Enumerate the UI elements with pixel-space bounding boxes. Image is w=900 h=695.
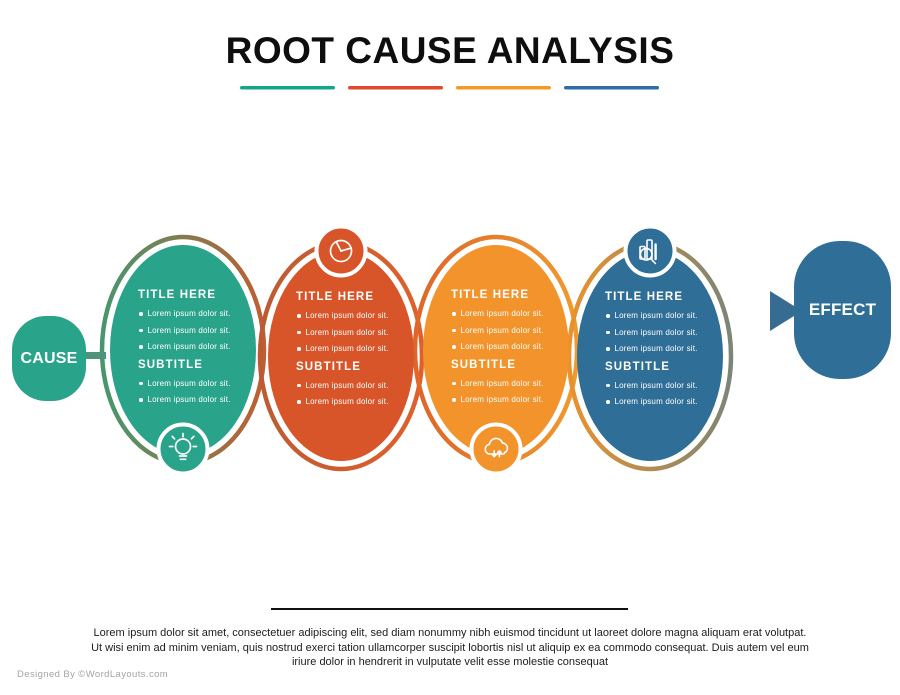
list-item: Lorem ipsum dolor sit. [605,381,731,390]
bullet-text: Lorem ipsum dolor sit. [305,344,389,353]
bubble-4-icon-badge [623,224,677,278]
list-item: Lorem ipsum dolor sit. [605,344,731,353]
cloud-sync-icon [484,437,509,458]
bullet-dot [606,400,610,404]
bullet-dot [139,345,143,349]
bubble-1-subtitle: SUBTITLE [138,358,204,371]
bullet-dot [606,383,610,387]
bullet-dot [139,381,143,385]
bullet-dot [606,314,610,318]
bullet-dot [139,312,143,316]
bullet-text: Lorem ipsum dolor sit. [147,395,231,404]
bullet-text: Lorem ipsum dolor sit. [305,311,389,320]
list-item: Lorem ipsum dolor sit. [138,326,264,335]
list-item: Lorem ipsum dolor sit. [605,397,731,406]
bubble-1-title: TITLE HERE [138,289,217,301]
list-item: Lorem ipsum dolor sit. [605,328,731,337]
bullet-dot [606,330,610,334]
bullet-text: Lorem ipsum dolor sit. [305,327,389,337]
underline-segment-teal [240,86,335,90]
list-item: Lorem ipsum dolor sit. [451,379,577,388]
title-underline [240,86,659,90]
bubble-3 [423,245,569,455]
bubble-4 [577,251,723,461]
page-title: ROOT CAUSE ANALYSIS [225,30,675,71]
bullet-text: Lorem ipsum dolor sit. [614,311,698,320]
bullet-dot [297,330,301,334]
list-item: Lorem ipsum dolor sit. [138,342,264,351]
list-item: Lorem ipsum dolor sit. [138,395,264,404]
lightbulb-icon [168,432,198,461]
bubble-1 [110,245,256,455]
list-item: Lorem ipsum dolor sit. [451,309,577,318]
bubble-3-icon-badge [469,422,523,476]
bullet-dot [139,328,143,332]
footer-divider [271,608,628,610]
underline-segment-red [348,86,443,90]
bubble-4-subtitle: SUBTITLE [605,360,671,373]
bubble-4-title: TITLE HERE [605,291,684,303]
list-item: Lorem ipsum dolor sit. [451,342,577,351]
bubble-4-content: TITLE HERE Lorem ipsum dolor sit. Lorem … [605,291,731,414]
bullet-dot [452,328,456,332]
pie-chart-icon [329,239,353,263]
bubble-1-icon-badge [156,422,210,476]
bullet-dot [452,345,456,349]
bullet-dot [452,398,456,402]
footer-paragraph: Lorem ipsum dolor sit amet, consectetuer… [91,627,809,669]
credit-text: Designed By ©WordLayouts.com [17,669,169,680]
effect-blob [794,241,891,379]
list-item: Lorem ipsum dolor sit. [296,344,422,353]
bullet-text: Lorem ipsum dolor sit. [147,342,231,351]
underline-segment-blue [564,86,659,90]
bullet-text: Lorem ipsum dolor sit. [460,325,544,335]
list-item: Lorem ipsum dolor sit. [451,326,577,335]
bullet-text: Lorem ipsum dolor sit. [614,327,698,337]
list-item: Lorem ipsum dolor sit. [451,395,577,404]
bullet-dot [297,347,301,351]
bullet-dot [297,383,301,387]
effect-label: EFFECT [808,300,877,319]
bullet-text: Lorem ipsum dolor sit. [460,309,544,318]
bullet-text: Lorem ipsum dolor sit. [614,397,698,406]
bullet-text: Lorem ipsum dolor sit. [305,380,389,390]
arrow-head-icon [770,291,802,331]
cause-label: CAUSE [20,349,78,367]
bullet-text: Lorem ipsum dolor sit. [147,325,231,335]
bullet-text: Lorem ipsum dolor sit. [460,342,544,351]
list-item: Lorem ipsum dolor sit. [138,379,264,388]
bullet-dot [297,400,301,404]
bullet-text: Lorem ipsum dolor sit. [147,309,231,318]
list-item: Lorem ipsum dolor sit. [296,381,422,390]
underline-segment-orange [456,86,551,90]
list-item: Lorem ipsum dolor sit. [296,311,422,320]
list-item: Lorem ipsum dolor sit. [138,309,264,318]
bubble-3-content: TITLE HERE Lorem ipsum dolor sit. Lorem … [451,289,577,412]
bullet-dot [606,347,610,351]
bullet-dot [297,314,301,318]
bar-chart-magnifier-icon [639,239,657,265]
bullet-text: Lorem ipsum dolor sit. [460,378,544,388]
bubble-2-content: TITLE HERE Lorem ipsum dolor sit. Lorem … [296,291,422,414]
bubble-2 [268,251,414,461]
bullet-text: Lorem ipsum dolor sit. [614,344,698,353]
bullet-text: Lorem ipsum dolor sit. [460,395,544,404]
bubble-1-content: TITLE HERE Lorem ipsum dolor sit. Lorem … [138,289,264,412]
bullet-text: Lorem ipsum dolor sit. [614,380,698,390]
bullet-text: Lorem ipsum dolor sit. [305,397,389,406]
effect-arrow [723,291,802,331]
list-item: Lorem ipsum dolor sit. [296,397,422,406]
bullet-dot [452,381,456,385]
bullet-text: Lorem ipsum dolor sit. [147,378,231,388]
bubble-3-subtitle: SUBTITLE [451,358,517,371]
list-item: Lorem ipsum dolor sit. [296,328,422,337]
bubble-3-title: TITLE HERE [451,289,530,301]
bubble-2-subtitle: SUBTITLE [296,360,362,373]
bullet-dot [452,312,456,316]
bubble-2-title: TITLE HERE [296,291,375,303]
list-item: Lorem ipsum dolor sit. [605,311,731,320]
bullet-dot [139,398,143,402]
cause-blob [12,316,86,401]
